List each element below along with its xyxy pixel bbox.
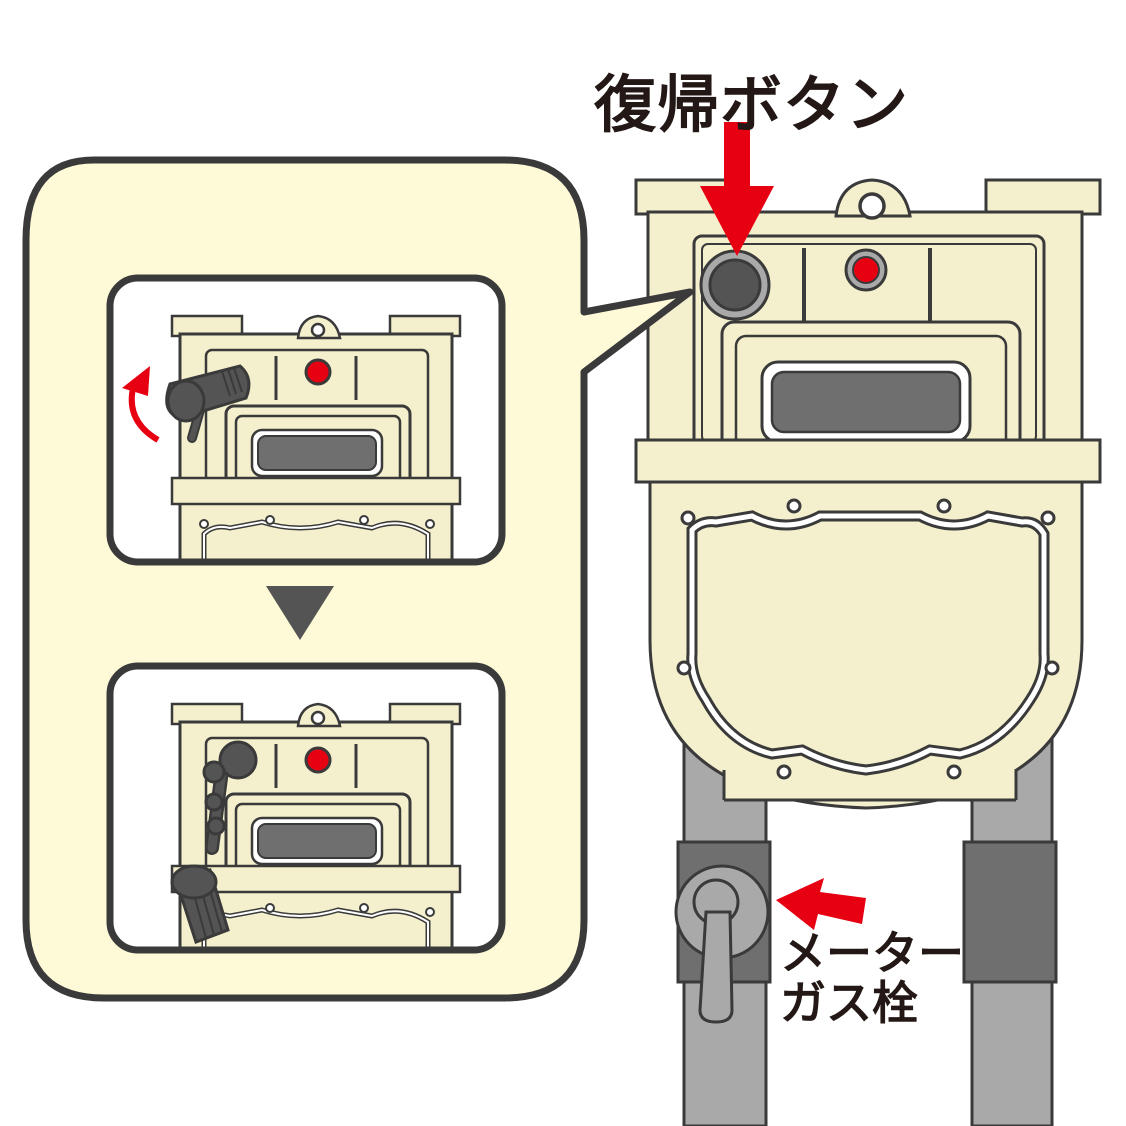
rotate-counterclockwise-icon	[122, 366, 160, 443]
meter-gas-valve-label: メーター ガス栓	[780, 928, 964, 1028]
reset-crank-handle-lowered	[170, 740, 258, 944]
meter-gasket	[686, 510, 1050, 776]
arrow-down-icon	[700, 122, 774, 256]
valve-label-line1: メーター	[780, 926, 964, 980]
arrow-left-icon	[776, 878, 866, 930]
reset-button	[699, 249, 771, 321]
reset-crank-handle	[165, 364, 251, 443]
step1-panel	[106, 274, 506, 566]
meter-gas-valve	[674, 864, 770, 1024]
gas-meter	[634, 178, 1102, 810]
step2-panel	[106, 662, 506, 954]
reset-button-label: 復帰ボタン	[594, 68, 910, 141]
valve-label-line2: ガス栓	[780, 976, 918, 1030]
triangle-down-icon	[266, 586, 334, 640]
